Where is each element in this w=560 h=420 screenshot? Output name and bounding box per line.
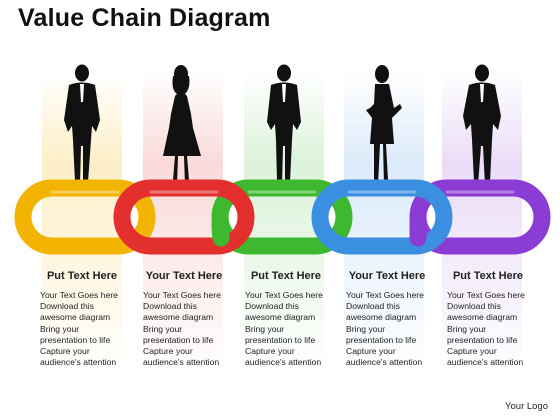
diagram-title: Value Chain Diagram: [18, 4, 271, 32]
woman-in-dress-icon: [366, 65, 402, 185]
man-in-suit-icon: [64, 64, 100, 185]
stage-1-heading: Put Text Here: [46, 270, 118, 282]
value-chain-links: [14, 179, 551, 255]
stage-2-heading: Your Text Here: [145, 270, 223, 282]
stage-4-heading: Your Text Here: [348, 270, 426, 282]
logo-placeholder: Your Logo: [505, 401, 548, 412]
chain-link-yellow: [14, 179, 156, 255]
woman-in-dress-icon: [163, 65, 201, 185]
chain-link-blue: [311, 179, 453, 255]
stage-5-heading: Put Text Here: [452, 270, 524, 282]
man-in-suit-icon: [463, 64, 501, 185]
chain-link-red: [113, 179, 255, 255]
stage-3-heading: Put Text Here: [250, 270, 322, 282]
man-in-suit-icon: [267, 64, 301, 185]
